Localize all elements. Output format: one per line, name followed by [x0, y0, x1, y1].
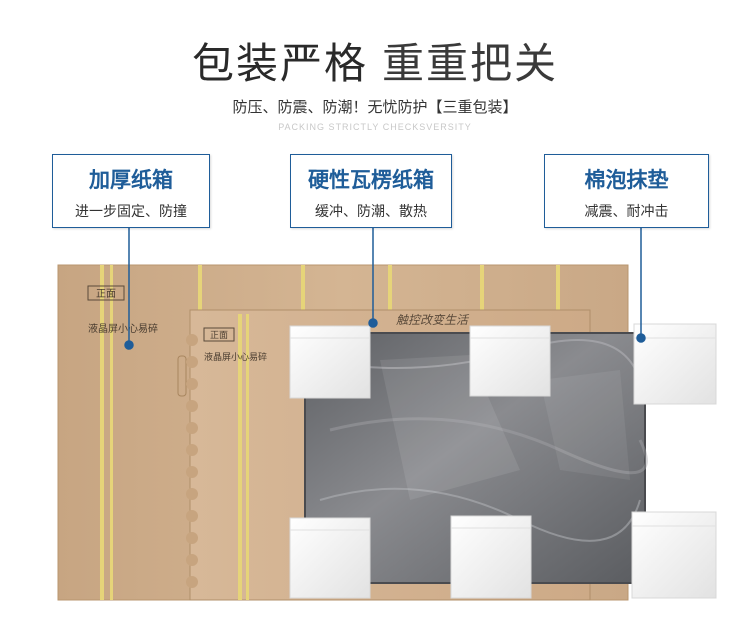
label-title: 加厚纸箱 — [89, 168, 173, 192]
strap — [198, 265, 202, 335]
label-foam-pad: 棉泡抹垫 减震、耐冲击 — [544, 154, 709, 228]
foam-block — [469, 325, 551, 397]
strap — [480, 265, 484, 315]
foam-block — [633, 323, 717, 405]
callout-leader — [368, 228, 378, 328]
strap — [556, 265, 560, 315]
title-main: 包装严格 — [191, 39, 368, 88]
inner-box-print-fragile: 液晶屏小心易碎 — [204, 351, 267, 363]
strap — [246, 314, 249, 600]
strap — [238, 314, 242, 600]
label-desc: 缓冲、防潮、散热 — [315, 204, 427, 220]
label-desc: 进一步固定、防撞 — [75, 204, 187, 220]
outer-box-print-front: 正面 — [96, 289, 116, 300]
page-subtitle-en: PACKING STRICTLY CHECKSVERSITY — [278, 122, 472, 132]
callout-leader — [124, 228, 134, 350]
foam-block — [289, 517, 371, 599]
label-desc: 减震、耐冲击 — [584, 204, 669, 220]
foam-block — [631, 511, 717, 599]
strap — [388, 265, 392, 325]
page-title: 包装严格重重把关 — [0, 30, 750, 91]
page-subtitle: 防压、防震、防潮！无忧防护【三重包装】 — [232, 98, 518, 116]
strap — [100, 265, 104, 600]
foam-block — [289, 325, 371, 399]
label-thick-carton: 加厚纸箱 进一步固定、防撞 — [52, 154, 210, 228]
outer-box-print-fragile: 液晶屏小心易碎 — [88, 322, 158, 335]
callout-leader — [636, 228, 646, 343]
title-accent: 重重把关 — [382, 39, 559, 88]
foam-block — [450, 515, 532, 599]
label-title: 硬性瓦楞纸箱 — [308, 168, 434, 192]
inner-box-slogan: 触控改变生活 — [396, 313, 470, 327]
strap — [110, 265, 113, 600]
inner-box-print-front: 正面 — [210, 330, 228, 341]
label-corrugated-carton: 硬性瓦楞纸箱 缓冲、防潮、散热 — [290, 154, 452, 228]
label-title: 棉泡抹垫 — [584, 168, 669, 192]
strap — [301, 265, 305, 325]
